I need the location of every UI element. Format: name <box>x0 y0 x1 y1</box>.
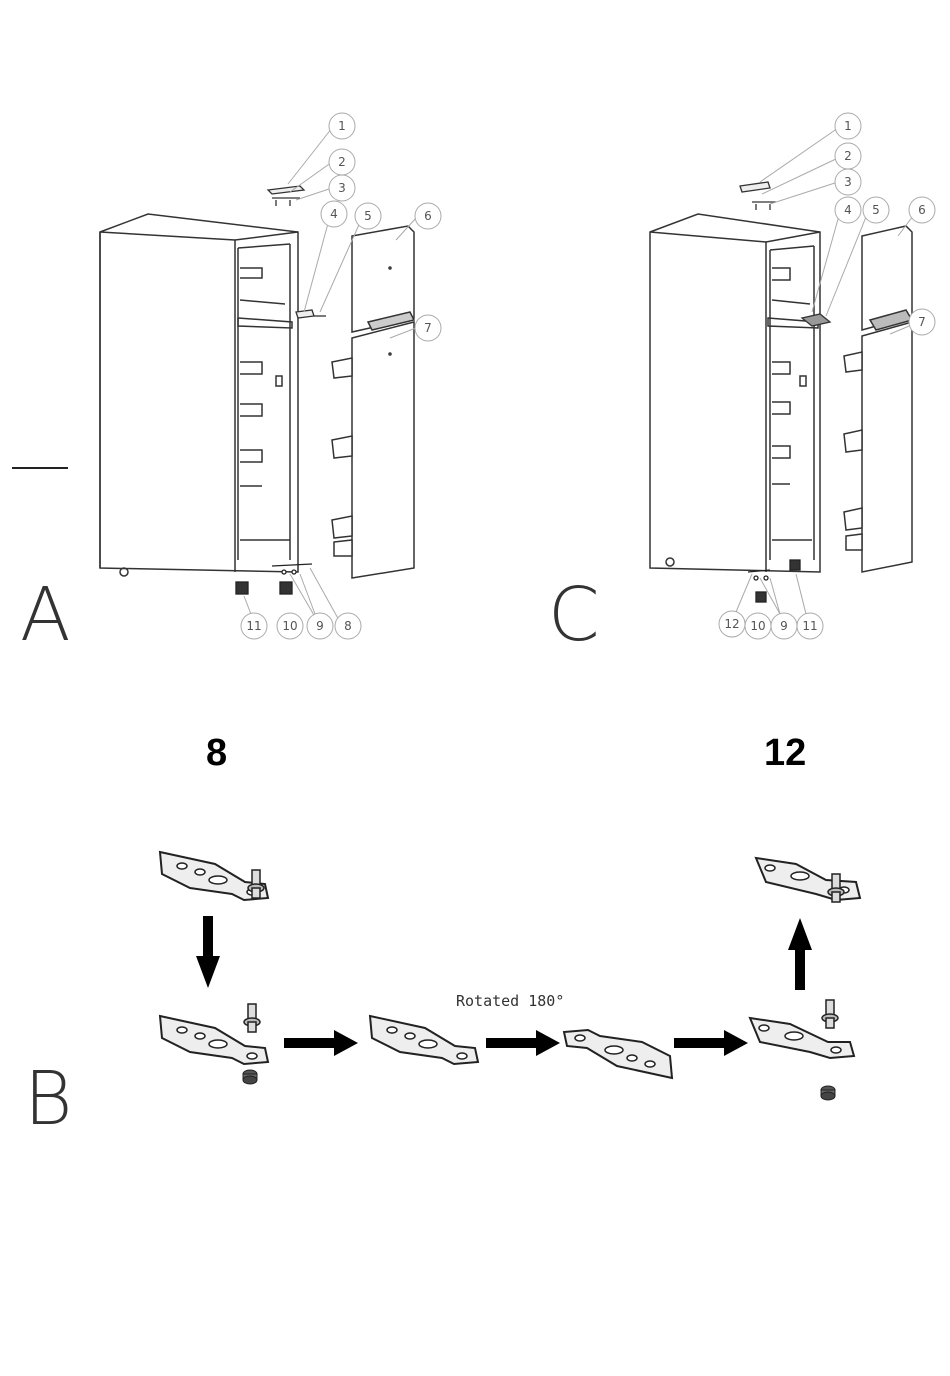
callout-8: 8 <box>335 613 361 639</box>
callout-1: 1 <box>329 113 355 139</box>
svg-text:2: 2 <box>844 149 852 163</box>
hinge-pin-part <box>244 1004 260 1032</box>
svg-text:5: 5 <box>872 203 880 217</box>
svg-text:11: 11 <box>246 619 261 633</box>
callout-6: 6 <box>909 197 935 223</box>
hinge-plate-rotated <box>564 1030 672 1078</box>
callout-6: 6 <box>415 203 441 229</box>
callout-11: 11 <box>797 613 823 639</box>
rotation-label: Rotated 180° <box>456 992 564 1010</box>
fridge-cabinet-c <box>650 214 820 572</box>
callout-3: 3 <box>329 175 355 201</box>
hinge-plate-step-3 <box>370 1016 478 1064</box>
callout-11: 11 <box>241 613 267 639</box>
hinge-cap-new <box>821 1086 835 1100</box>
hinge-cap-part <box>243 1070 257 1084</box>
callout-2: 2 <box>835 143 861 169</box>
callout-5: 5 <box>355 203 381 229</box>
svg-text:3: 3 <box>338 181 346 195</box>
svg-text:11: 11 <box>802 619 817 633</box>
callout-7: 7 <box>415 315 441 341</box>
hinge-plate-rotated-with-parts <box>750 1018 854 1058</box>
part-number-8: 8 <box>206 732 227 775</box>
svg-text:9: 9 <box>780 619 788 633</box>
svg-text:2: 2 <box>338 155 346 169</box>
svg-text:1: 1 <box>338 119 346 133</box>
arrow-up <box>788 918 812 990</box>
callout-3: 3 <box>835 169 861 195</box>
figure-b: B Rotated 180° <box>24 852 860 1142</box>
svg-text:7: 7 <box>424 321 432 335</box>
svg-text:5: 5 <box>364 209 372 223</box>
figure-c-letter: C <box>548 572 600 658</box>
figure-a-letter: A <box>20 572 71 658</box>
callout-7: 7 <box>909 309 935 335</box>
svg-text:7: 7 <box>918 315 926 329</box>
hinge-pin-new <box>822 1000 838 1028</box>
callout-2: 2 <box>329 149 355 175</box>
arrow-right-2 <box>486 1030 560 1056</box>
fridge-cabinet <box>100 214 298 576</box>
arrow-right-1 <box>284 1030 358 1056</box>
callout-9: 9 <box>307 613 333 639</box>
callout-5: 5 <box>863 197 889 223</box>
callout-12: 12 <box>719 611 745 637</box>
svg-text:6: 6 <box>424 209 432 223</box>
svg-text:10: 10 <box>282 619 297 633</box>
figure-c: C <box>548 113 935 658</box>
callout-9: 9 <box>771 613 797 639</box>
hinge-part-8-assembled <box>160 852 268 900</box>
figure-a: A <box>12 113 441 658</box>
svg-text:9: 9 <box>316 619 324 633</box>
part-number-12: 12 <box>764 732 806 775</box>
callout-1: 1 <box>835 113 861 139</box>
callout-4: 4 <box>835 197 861 223</box>
callout-4: 4 <box>321 201 347 227</box>
fridge-doors-c <box>844 226 912 572</box>
svg-text:4: 4 <box>844 203 852 217</box>
svg-text:8: 8 <box>344 619 352 633</box>
fridge-doors <box>332 226 414 578</box>
callout-10: 10 <box>745 613 771 639</box>
arrow-down <box>196 916 220 988</box>
svg-text:3: 3 <box>844 175 852 189</box>
arrow-right-3 <box>674 1030 748 1056</box>
svg-text:1: 1 <box>844 119 852 133</box>
figure-b-letter: B <box>24 1056 72 1142</box>
hinge-part-12-assembled <box>756 858 860 902</box>
svg-text:12: 12 <box>724 617 739 631</box>
svg-text:4: 4 <box>330 207 338 221</box>
svg-text:10: 10 <box>750 619 765 633</box>
callout-10: 10 <box>277 613 303 639</box>
svg-text:6: 6 <box>918 203 926 217</box>
